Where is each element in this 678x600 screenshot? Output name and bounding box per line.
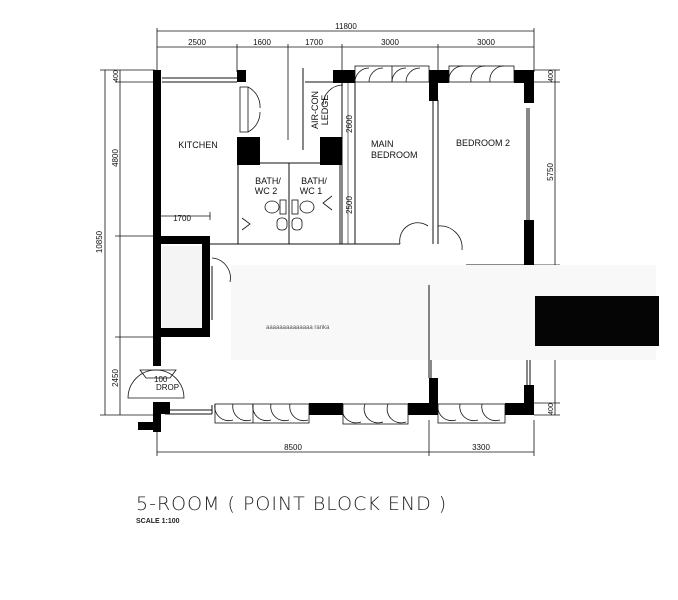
dim-2500: 2500 — [345, 196, 354, 214]
household-shelter — [162, 246, 202, 328]
label-kitchen: KITCHEN — [178, 140, 218, 150]
solid-walls — [138, 70, 534, 432]
dim-inner-1700: 1700 — [173, 214, 191, 223]
plan-title: 5-ROOM ( POINT BLOCK END ) — [136, 493, 448, 515]
dim-top-1: 2500 — [188, 38, 206, 47]
toilets — [264, 199, 315, 231]
dim-top-3: 1700 — [305, 38, 323, 47]
label-drop-line2: DROP — [156, 383, 179, 392]
label-drop-line1: 100 — [154, 375, 168, 384]
windows-bottom — [214, 403, 506, 425]
label-main-bedroom-line1: MAIN — [371, 139, 394, 149]
dim-right-5750: 5750 — [546, 163, 555, 181]
top-dimensions — [156, 28, 535, 140]
label-bedroom-2: BEDROOM 2 — [456, 138, 510, 148]
dim-top-5: 3000 — [477, 38, 495, 47]
dim-top-total: 11800 — [335, 22, 357, 31]
label-bath1-line1: BATH/ — [301, 176, 327, 186]
label-living-dining: aaaaaaaaaaaaaa ranka — [266, 325, 330, 331]
plan-scale: SCALE 1:100 — [136, 518, 180, 525]
label-aircon-line2: LEDGE — [320, 95, 330, 126]
dim-left-4800: 4800 — [111, 149, 120, 167]
label-bath2-line2: WC 2 — [255, 186, 278, 196]
dim-2600: 2600 — [345, 115, 354, 133]
label-bath1-line2: WC 1 — [300, 186, 323, 196]
windows-top — [354, 65, 515, 83]
label-main-bedroom-line2: BEDROOM — [371, 150, 418, 160]
left-dimensions — [100, 69, 211, 416]
dim-right-400-top: 400 — [548, 70, 555, 82]
label-bath2-line1: BATH/ — [255, 176, 281, 186]
bottom-dimensions — [156, 420, 535, 456]
doors — [127, 84, 463, 399]
dim-bottom-3300: 3300 — [472, 443, 490, 452]
dim-left-total: 10850 — [95, 230, 104, 253]
dim-top-4: 3000 — [381, 38, 399, 47]
right-dimensions — [534, 69, 560, 416]
scan-artifact — [535, 296, 659, 346]
dim-bottom-8500: 8500 — [284, 443, 302, 452]
dim-left-400: 400 — [113, 70, 120, 82]
dim-top-2: 1600 — [253, 38, 271, 47]
dim-right-400-bot: 400 — [548, 403, 555, 415]
label-aircon-line1: AIR-CON — [310, 91, 320, 129]
dim-left-2450: 2450 — [111, 369, 120, 387]
